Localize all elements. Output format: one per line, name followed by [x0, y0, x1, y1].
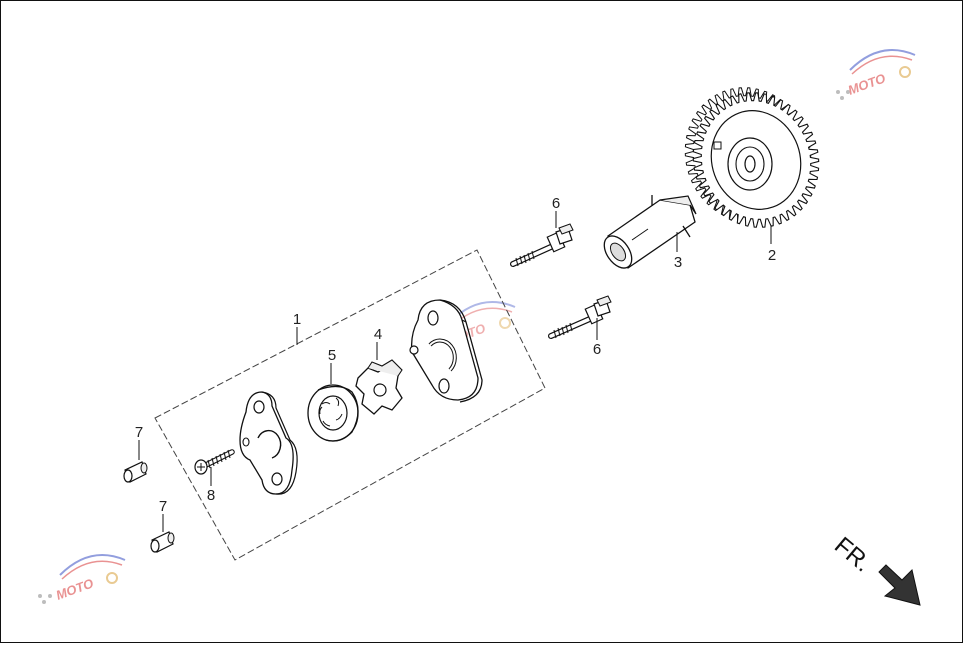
gear-part-2 [684, 87, 820, 228]
pump-body [409, 299, 483, 403]
bolt-part-6-upper [510, 223, 574, 267]
gear-alignment-mark [713, 141, 722, 150]
outer-rotor-part-5 [307, 384, 359, 442]
screw-part-8 [194, 449, 235, 475]
svg-text:MOTO: MOTO [846, 70, 888, 97]
dowel-pin-part-7-lower [150, 531, 175, 553]
watermark-logo-bottom-left: MOTO [38, 554, 126, 604]
callout-8: 8 [207, 487, 215, 504]
callout-2: 2 [768, 247, 776, 264]
leader-lines [138, 211, 772, 532]
callout-7-upper: 7 [135, 424, 143, 441]
callout-6-upper: 6 [552, 195, 560, 212]
callout-3: 3 [674, 254, 682, 271]
inner-rotor-part-4 [355, 359, 403, 415]
watermark-logo-top-right: MOTO [836, 49, 916, 100]
front-direction-label: FR. [829, 532, 876, 578]
gear-bore [744, 155, 756, 173]
svg-text:MOTO: MOTO [54, 575, 96, 602]
callout-7-lower: 7 [159, 498, 167, 515]
bolt-part-6-lower [548, 295, 612, 339]
callout-6-lower: 6 [593, 341, 601, 358]
callout-1: 1 [293, 311, 301, 328]
pump-cover-plate [239, 391, 298, 495]
callout-5: 5 [328, 347, 336, 364]
dowel-pin-part-7-upper [123, 461, 148, 483]
front-direction-arrow-icon [878, 564, 921, 606]
callout-4: 4 [374, 326, 382, 343]
shaft-part-3 [603, 195, 697, 269]
assembly-boundary [154, 249, 546, 561]
